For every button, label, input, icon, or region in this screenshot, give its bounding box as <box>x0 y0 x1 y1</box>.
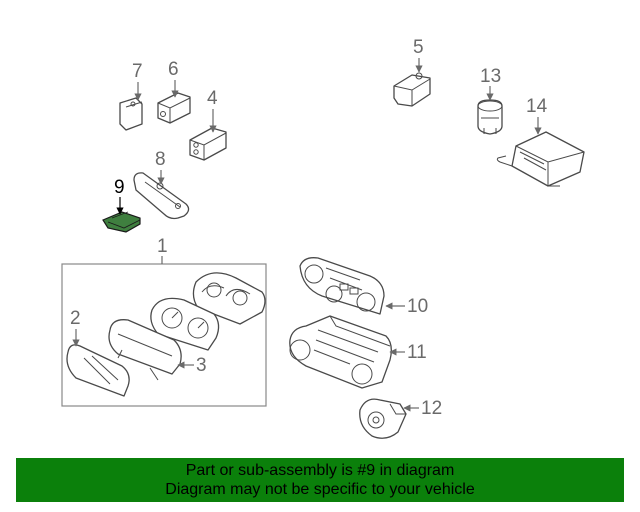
part-9-switch[interactable] <box>102 211 141 233</box>
callout-13: 13 <box>480 66 501 87</box>
part-10-climate-control[interactable] <box>299 257 385 315</box>
callout-10: 10 <box>407 296 428 317</box>
callout-5: 5 <box>413 37 424 58</box>
callout-6: 6 <box>168 59 179 80</box>
callout-1: 1 <box>157 236 168 257</box>
part-13-sensor[interactable] <box>477 99 503 135</box>
part-3-bezel[interactable] <box>108 319 182 381</box>
part-1-cluster-housing[interactable] <box>192 272 266 325</box>
callout-4: 4 <box>207 88 218 109</box>
info-banner: Part or sub-assembly is #9 in diagram Di… <box>16 458 624 502</box>
part-11-climate-control[interactable] <box>289 315 392 389</box>
callout-12: 12 <box>421 398 442 419</box>
banner-line-1: Part or sub-assembly is #9 in diagram <box>185 462 455 479</box>
callout-3: 3 <box>196 355 207 376</box>
part-12-actuator[interactable] <box>359 398 407 439</box>
callout-11: 11 <box>407 342 427 363</box>
part-14-module[interactable] <box>496 131 585 187</box>
part-8-bezel[interactable] <box>133 172 190 220</box>
banner-line-2: Diagram may not be specific to your vehi… <box>165 481 475 498</box>
callout-9: 9 <box>114 177 125 198</box>
callout-7: 7 <box>132 61 143 82</box>
callout-2: 2 <box>70 308 81 329</box>
part-1-group-box <box>61 263 267 407</box>
part-4-switch[interactable] <box>189 127 227 161</box>
part-6-switch[interactable] <box>157 92 191 124</box>
callout-8: 8 <box>155 149 166 170</box>
part-5-switch[interactable] <box>393 72 431 107</box>
part-7-switch[interactable] <box>119 97 143 131</box>
callout-14: 14 <box>526 96 548 117</box>
